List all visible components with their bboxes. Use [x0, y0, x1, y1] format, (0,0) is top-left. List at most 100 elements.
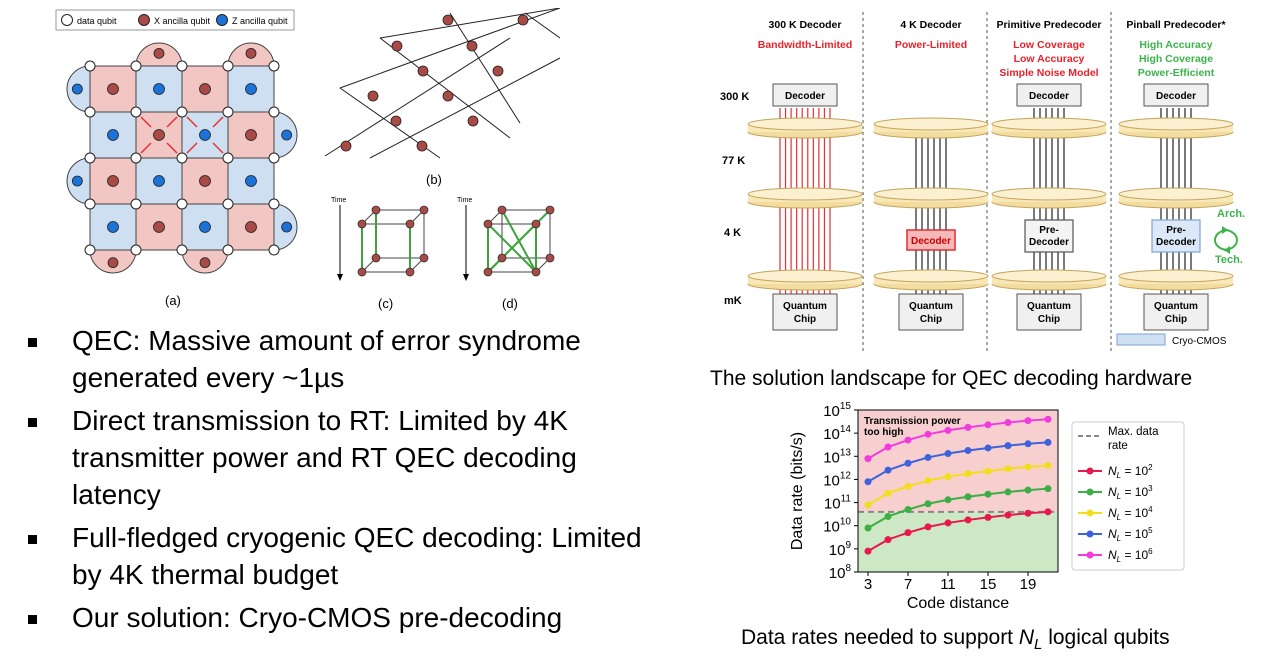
ancilla-node [517, 14, 529, 26]
data-point [864, 478, 872, 486]
legend-z-ancilla: Z ancilla qubit [232, 16, 288, 26]
cryostat-stage [747, 117, 863, 131]
x-tick-label: 11 [940, 576, 956, 593]
surface-code-lattice [66, 42, 298, 274]
data-point [1044, 438, 1052, 446]
legend-x-ancilla: X ancilla qubit [154, 16, 211, 26]
cryostat-stage [747, 269, 863, 283]
x-ancilla-icon [138, 14, 150, 26]
data-qubit [84, 60, 96, 72]
z-ancilla-qubit [71, 83, 83, 95]
lattice-legend-box [55, 9, 295, 31]
bullet-square-icon [28, 615, 37, 624]
legend-series-marker [1086, 509, 1094, 517]
data-qubit [176, 60, 188, 72]
data-qubit [222, 244, 234, 256]
cryostat-stage [747, 187, 863, 201]
tech-label: Tech. [1215, 254, 1243, 266]
data-point [884, 536, 892, 544]
decoder-box [1143, 83, 1209, 107]
data-point [1024, 509, 1032, 517]
syndrome-arrow [166, 142, 178, 154]
data-qubit [222, 198, 234, 210]
y-tick-label: 109 [829, 540, 852, 559]
y-tick-label: 108 [829, 563, 852, 582]
legend-series-label: NL = 104 [1108, 505, 1153, 522]
data-qubit [268, 152, 280, 164]
y-tick-label: 1010 [823, 517, 851, 536]
predecoder-box [1151, 219, 1201, 253]
x-ancilla-qubit [107, 83, 119, 95]
data-point [944, 519, 952, 527]
cryostat-stage [1118, 117, 1234, 131]
y-tick-label: 1012 [823, 470, 851, 489]
cryo-cmos-label: Cryo-CMOS [1172, 336, 1227, 347]
data-qubit [130, 152, 142, 164]
region-label: Transmission power [864, 416, 961, 427]
bullet-item: Full-fledged cryogenic QEC decoding: Lim… [22, 519, 662, 593]
x-ancilla-qubit [199, 175, 211, 187]
data-point [884, 443, 892, 451]
data-point [1004, 488, 1012, 496]
plot-frame [857, 409, 1059, 573]
decoder-box-label: Decoder [785, 91, 825, 102]
data-qubit [222, 106, 234, 118]
data-point [964, 516, 972, 524]
ancilla-node [467, 115, 479, 127]
data-point [1044, 415, 1052, 423]
legend-series-marker [1086, 467, 1094, 475]
ancilla-node [391, 40, 403, 52]
decoder-4k-label: Decoder [911, 236, 951, 247]
legend-series-label: NL = 106 [1108, 547, 1153, 564]
z-ancilla-icon [216, 14, 228, 26]
data-qubit [84, 198, 96, 210]
bullet-item: Our solution: Cryo-CMOS pre-decoding [22, 599, 662, 636]
data-point [904, 459, 912, 467]
data-qubit [130, 106, 142, 118]
y-tick-label: 1015 [823, 401, 851, 420]
ancilla-node [442, 14, 454, 26]
data-point [884, 489, 892, 497]
x-tick-label: 15 [980, 576, 997, 593]
bullet-text: QEC: Massive amount of error syndrome ge… [72, 325, 581, 393]
x-ancilla-qubit [153, 221, 165, 233]
x-ancilla-qubit [245, 221, 257, 233]
x-tick-label: 7 [904, 576, 912, 593]
cryostat-stage [1118, 187, 1234, 201]
data-point [884, 466, 892, 474]
data-qubit [222, 60, 234, 72]
column-title: 300 K Decoder [769, 19, 842, 31]
syndrome-arrow [212, 116, 224, 128]
data-point [1024, 417, 1032, 425]
data-qubit-icon [61, 14, 73, 26]
data-point [944, 450, 952, 458]
predecoder-label: Pre- [1166, 225, 1185, 236]
quantum-chip-label: Chip [1165, 314, 1187, 325]
x-ancilla-qubit [107, 257, 119, 269]
data-point [1044, 485, 1052, 493]
lattice-edge [449, 12, 521, 124]
region-too-high [858, 410, 1058, 512]
data-qubit [268, 198, 280, 210]
data-qubit [84, 152, 96, 164]
cryostat-stage [873, 117, 989, 131]
temp-label-300k: 300 K [720, 91, 749, 103]
column-note: Power-Limited [895, 39, 967, 51]
data-qubit [176, 106, 188, 118]
data-qubit [176, 244, 188, 256]
chart-caption-suffix: logical qubits [1042, 626, 1170, 649]
data-point [924, 477, 932, 485]
quantum-chip-box [1143, 293, 1209, 331]
data-qubit [268, 60, 280, 72]
x-tick-label: 19 [1020, 576, 1037, 593]
decoder-4k-box [906, 229, 956, 251]
cryostat-stage [991, 117, 1107, 131]
chart-caption-var: N [1018, 626, 1035, 649]
decoder-box [1016, 83, 1082, 107]
temp-label-4k: 4 K [724, 227, 741, 239]
predecoder-label: Decoder [1029, 237, 1069, 248]
z-ancilla-qubit [153, 175, 165, 187]
z-ancilla-qubit [153, 83, 165, 95]
ancilla-node [416, 140, 428, 152]
